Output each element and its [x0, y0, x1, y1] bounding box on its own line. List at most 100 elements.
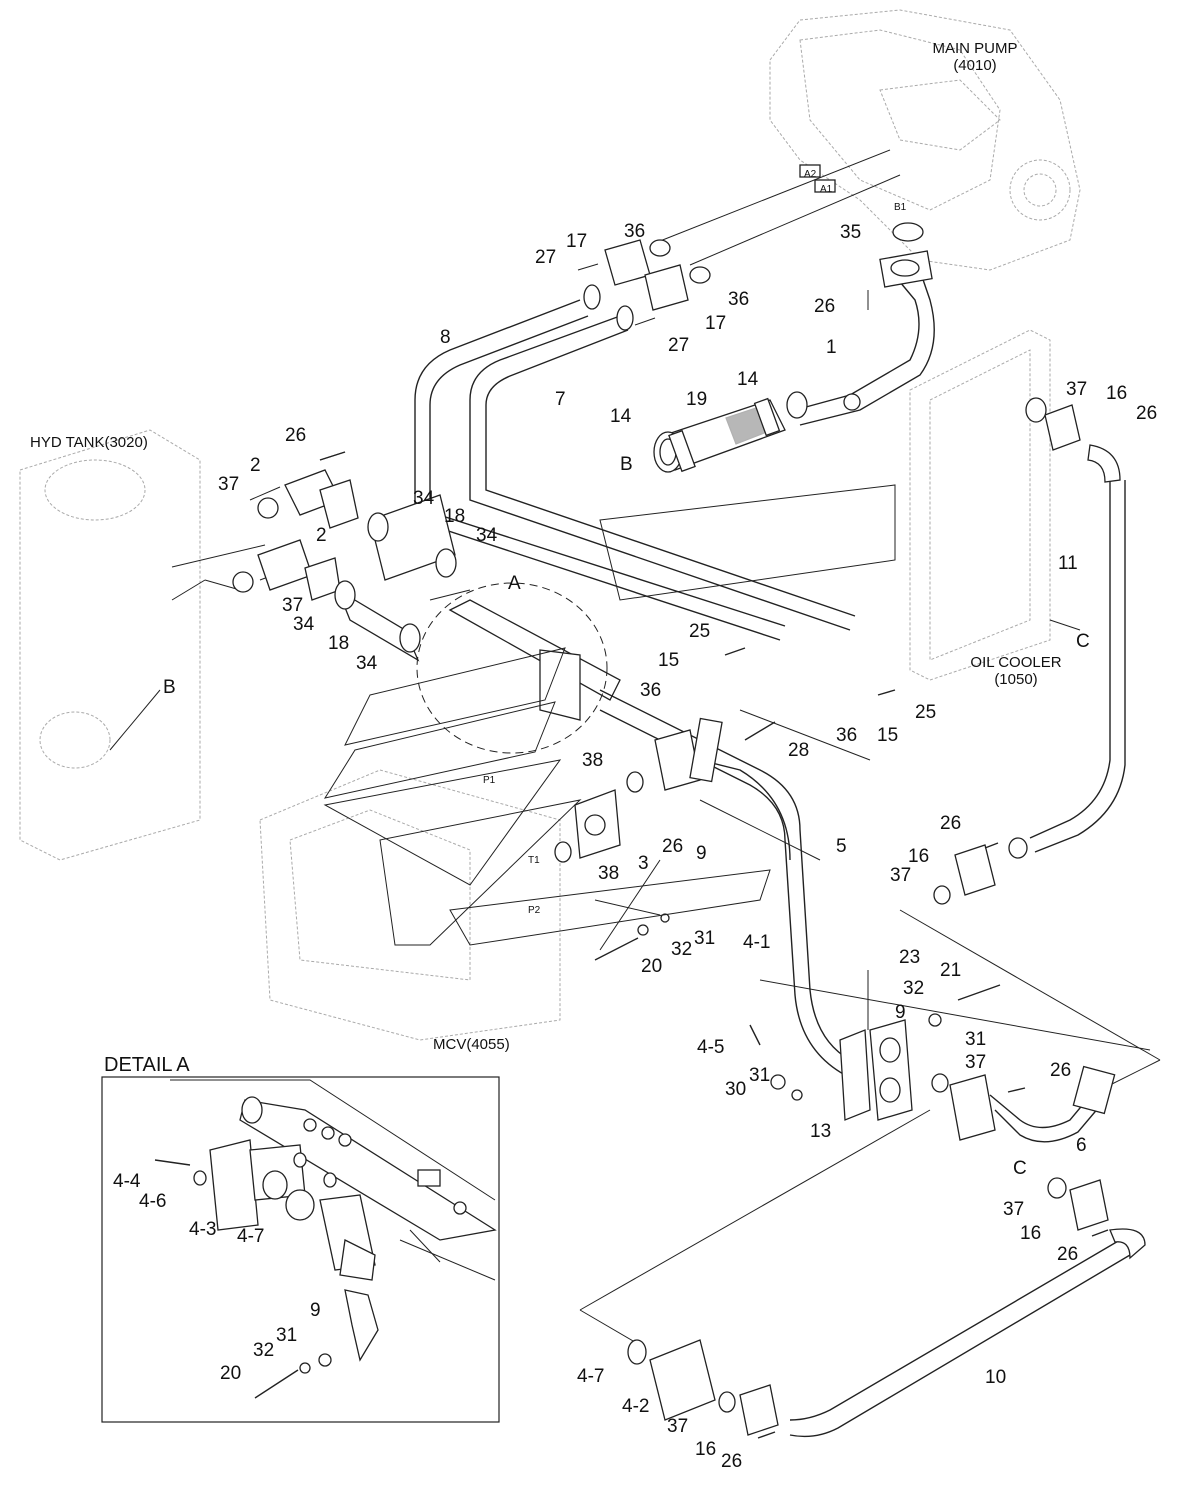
callout-32: 32	[903, 978, 924, 999]
callout-20: 20	[220, 1363, 241, 1384]
callout-34: 34	[413, 488, 435, 509]
callout-36: 36	[640, 680, 661, 701]
callout-18: 18	[444, 506, 465, 527]
callout-17: 17	[705, 313, 726, 334]
hose-7	[469, 315, 856, 631]
callout-18: 18	[328, 633, 349, 654]
hose-11	[933, 397, 1126, 905]
port-a2: A2	[804, 169, 817, 180]
callout-19: 19	[686, 389, 707, 410]
callout-9: 9	[696, 843, 707, 864]
callout-2: 2	[250, 455, 261, 476]
callout-36: 36	[836, 725, 857, 746]
callout-4-7: 4-7	[577, 1366, 604, 1387]
callout-1: 1	[826, 337, 837, 358]
callout-numbers: 36 17 27 36 17 27 35 26 1 8 7 14 19 14 3…	[113, 221, 1157, 1472]
bolts	[319, 451, 1109, 1439]
callout-31: 31	[694, 928, 715, 949]
detail-a-title: DETAIL A	[104, 1054, 190, 1076]
captions: MAIN PUMP (4010) HYD TANK(3020) OIL COOL…	[30, 40, 1062, 1076]
background-arrows	[323, 484, 896, 946]
callout-34: 34	[293, 614, 315, 635]
ref-c-lower: C	[1013, 1158, 1027, 1179]
oil-cooler-code: (1050)	[994, 671, 1037, 688]
callout-32: 32	[253, 1340, 274, 1361]
callout-3: 3	[638, 853, 649, 874]
callout-16: 16	[908, 846, 929, 867]
callout-25: 25	[689, 621, 710, 642]
callout-28: 28	[788, 740, 809, 761]
flange-clamps-17	[577, 222, 924, 331]
callout-32: 32	[671, 939, 692, 960]
callout-37: 37	[218, 474, 239, 495]
callout-15: 15	[877, 725, 898, 746]
callout-26: 26	[721, 1451, 742, 1472]
callout-4-1: 4-1	[743, 932, 770, 953]
hose-8	[414, 299, 786, 641]
hose-10	[627, 1177, 1146, 1438]
reference-letters: B B A C C	[163, 454, 1090, 1179]
callout-16: 16	[1020, 1223, 1041, 1244]
callout-26: 26	[662, 836, 683, 857]
callout-2: 2	[316, 525, 327, 546]
callout-26: 26	[1136, 403, 1157, 424]
pipe-1	[786, 250, 935, 426]
callout-17: 17	[566, 231, 587, 252]
callout-4-5: 4-5	[697, 1037, 724, 1058]
callout-31: 31	[749, 1065, 770, 1086]
ref-b-left: B	[163, 677, 176, 698]
callout-37: 37	[890, 865, 911, 886]
callout-31: 31	[276, 1325, 297, 1346]
hose-19	[653, 397, 786, 473]
callout-38: 38	[582, 750, 603, 771]
callout-8: 8	[440, 327, 451, 348]
callout-36: 36	[624, 221, 645, 242]
callout-13: 13	[810, 1121, 831, 1142]
main-pump-code: (4010)	[953, 57, 996, 74]
callout-26: 26	[1057, 1244, 1078, 1265]
main-pump-outline	[769, 9, 1081, 271]
callout-20: 20	[641, 956, 662, 977]
oil-cooler-outline	[909, 329, 1051, 681]
callout-16: 16	[1106, 383, 1127, 404]
callout-35: 35	[840, 222, 861, 243]
callout-4-2: 4-2	[622, 1396, 649, 1417]
callout-14: 14	[610, 406, 632, 427]
port-p1: P1	[483, 775, 496, 786]
callout-4-6: 4-6	[139, 1191, 166, 1212]
callout-31: 31	[965, 1029, 986, 1050]
callout-34: 34	[356, 653, 378, 674]
detail-a-circle	[416, 582, 608, 754]
port-b1: B1	[894, 202, 907, 213]
callout-4-4: 4-4	[113, 1171, 141, 1192]
detail-a-parts	[154, 1079, 497, 1399]
hyd-tank-caption: HYD TANK(3020)	[30, 434, 148, 451]
callout-34: 34	[476, 525, 498, 546]
pipe-6	[949, 1065, 1116, 1143]
callout-10: 10	[985, 1367, 1006, 1388]
port-a1: A1	[820, 184, 833, 195]
pump-lines-a1-a2	[654, 149, 901, 266]
port-labels: A2 A1 B1 P1 T1 P2	[483, 169, 907, 916]
callout-16: 16	[695, 1439, 716, 1460]
callout-37: 37	[282, 595, 303, 616]
ref-c-upper: C	[1076, 631, 1090, 652]
ref-b-upper: B	[620, 454, 633, 475]
callout-30: 30	[725, 1079, 746, 1100]
callout-9: 9	[895, 1002, 906, 1023]
callout-38: 38	[598, 863, 619, 884]
callout-26: 26	[285, 425, 306, 446]
oil-cooler-caption: OIL COOLER	[970, 654, 1061, 671]
callout-26: 26	[1050, 1060, 1071, 1081]
callout-4-7: 4-7	[237, 1226, 264, 1247]
hyd-tank-outline	[19, 429, 201, 861]
callout-6: 6	[1076, 1135, 1087, 1156]
callout-27: 27	[535, 247, 556, 268]
flange-block-13	[839, 970, 949, 1121]
callout-21: 21	[940, 960, 961, 981]
callout-36: 36	[728, 289, 749, 310]
mcv-caption: MCV(4055)	[433, 1036, 510, 1053]
callout-23: 23	[899, 947, 920, 968]
callout-14: 14	[737, 369, 759, 390]
